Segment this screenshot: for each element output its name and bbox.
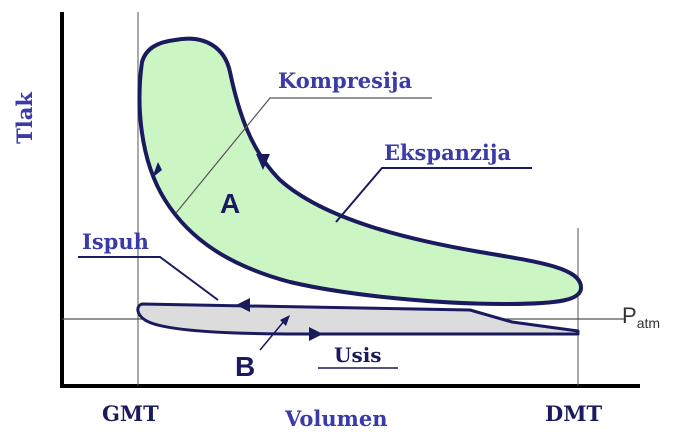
- ispuh-label: Ispuh: [82, 229, 149, 254]
- ispuh-leader: [78, 256, 219, 301]
- arrow-icon: [309, 327, 323, 341]
- ekspanzija-leader: [335, 167, 532, 223]
- arrow-icon: [152, 162, 162, 178]
- x-axis-label: Volumen: [284, 406, 387, 431]
- usis-label: Usis: [334, 343, 382, 367]
- kompresija-label: Kompresija: [278, 68, 413, 93]
- b-pointer-line: [259, 319, 286, 351]
- area-b-label: B: [235, 351, 255, 382]
- dmt-label: DMT: [545, 401, 602, 426]
- y-axis-label: Tlak: [12, 92, 37, 144]
- ekspanzija-label: Ekspanzija: [384, 140, 511, 165]
- gmt-label: GMT: [102, 401, 159, 426]
- area-a-label: A: [220, 188, 240, 219]
- patm-label: Patm: [622, 303, 660, 331]
- arrow-icon: [256, 154, 270, 170]
- loop-a: [137, 36, 583, 306]
- arrow-icon: [280, 315, 290, 326]
- loop-b: [136, 302, 580, 336]
- kompresija-leader: [175, 97, 432, 214]
- patm-sub: atm: [637, 315, 660, 331]
- arrow-icon: [236, 298, 250, 312]
- patm-main: P: [622, 303, 637, 328]
